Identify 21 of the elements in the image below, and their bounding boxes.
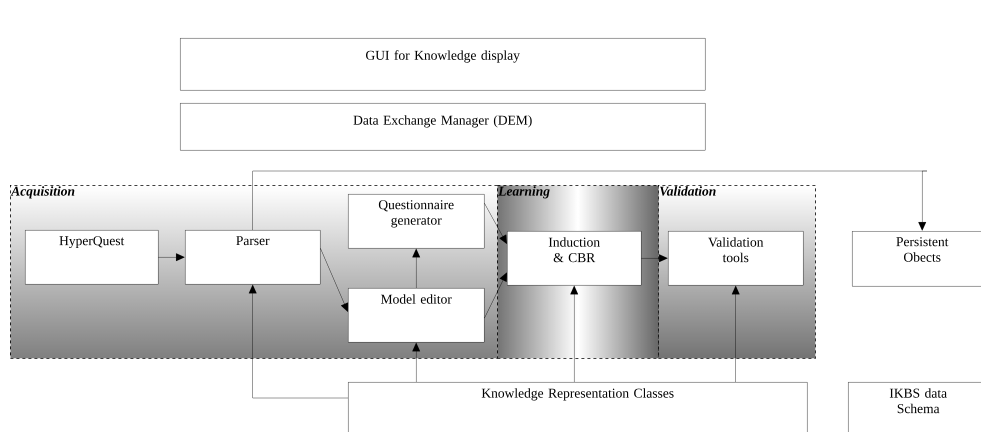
arrow — [570, 286, 578, 382]
arrow — [248, 284, 348, 398]
process-box: IKBS data Schema — [848, 382, 981, 432]
arrow — [158, 253, 185, 262]
process-box: Questionnaire generator — [348, 194, 484, 248]
arrow — [641, 254, 668, 262]
arrow — [732, 286, 740, 382]
process-box: HyperQuest — [25, 230, 158, 284]
arrow — [484, 272, 507, 318]
process-box: Induction & CBR — [507, 231, 642, 286]
process-box: Parser — [185, 230, 320, 284]
process-box: Knowledge Representation Classes — [348, 382, 808, 432]
arrow — [412, 342, 420, 382]
arrow — [320, 248, 348, 312]
arrow — [252, 170, 928, 231]
process-box: Model editor — [348, 288, 484, 342]
process-box: Persistent Obects — [852, 231, 981, 286]
arrow — [412, 248, 420, 288]
process-box: Validation tools — [668, 231, 804, 286]
process-box: Data Exchange Manager (DEM) — [180, 103, 706, 150]
process-box: GUI for Knowledge display — [180, 38, 706, 90]
